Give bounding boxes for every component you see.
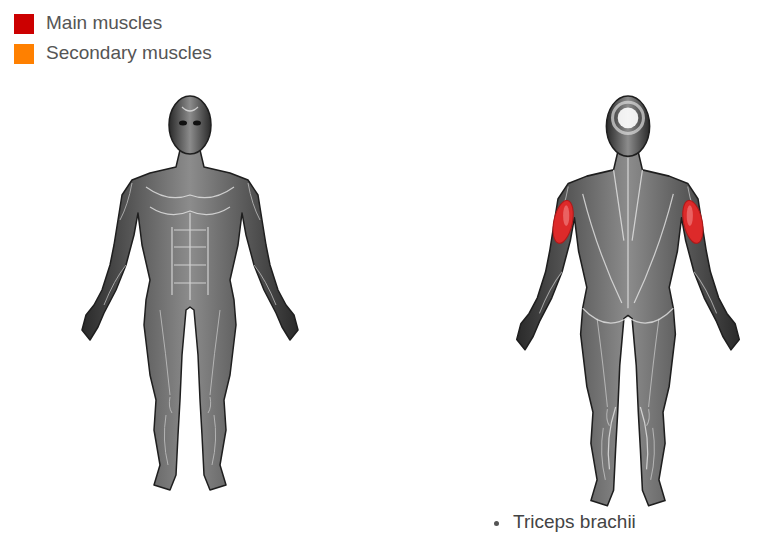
triceps-right bbox=[679, 199, 706, 246]
front-figure bbox=[82, 96, 298, 490]
triceps-left bbox=[550, 199, 577, 246]
legend-swatch bbox=[14, 44, 34, 64]
legend-swatch bbox=[14, 14, 34, 34]
muscle-label: Triceps brachii bbox=[513, 511, 636, 533]
back-figure bbox=[517, 96, 739, 506]
legend-text: Main muscles bbox=[46, 12, 162, 34]
bullet-dot bbox=[494, 521, 499, 526]
legend-text: Secondary muscles bbox=[46, 42, 212, 64]
